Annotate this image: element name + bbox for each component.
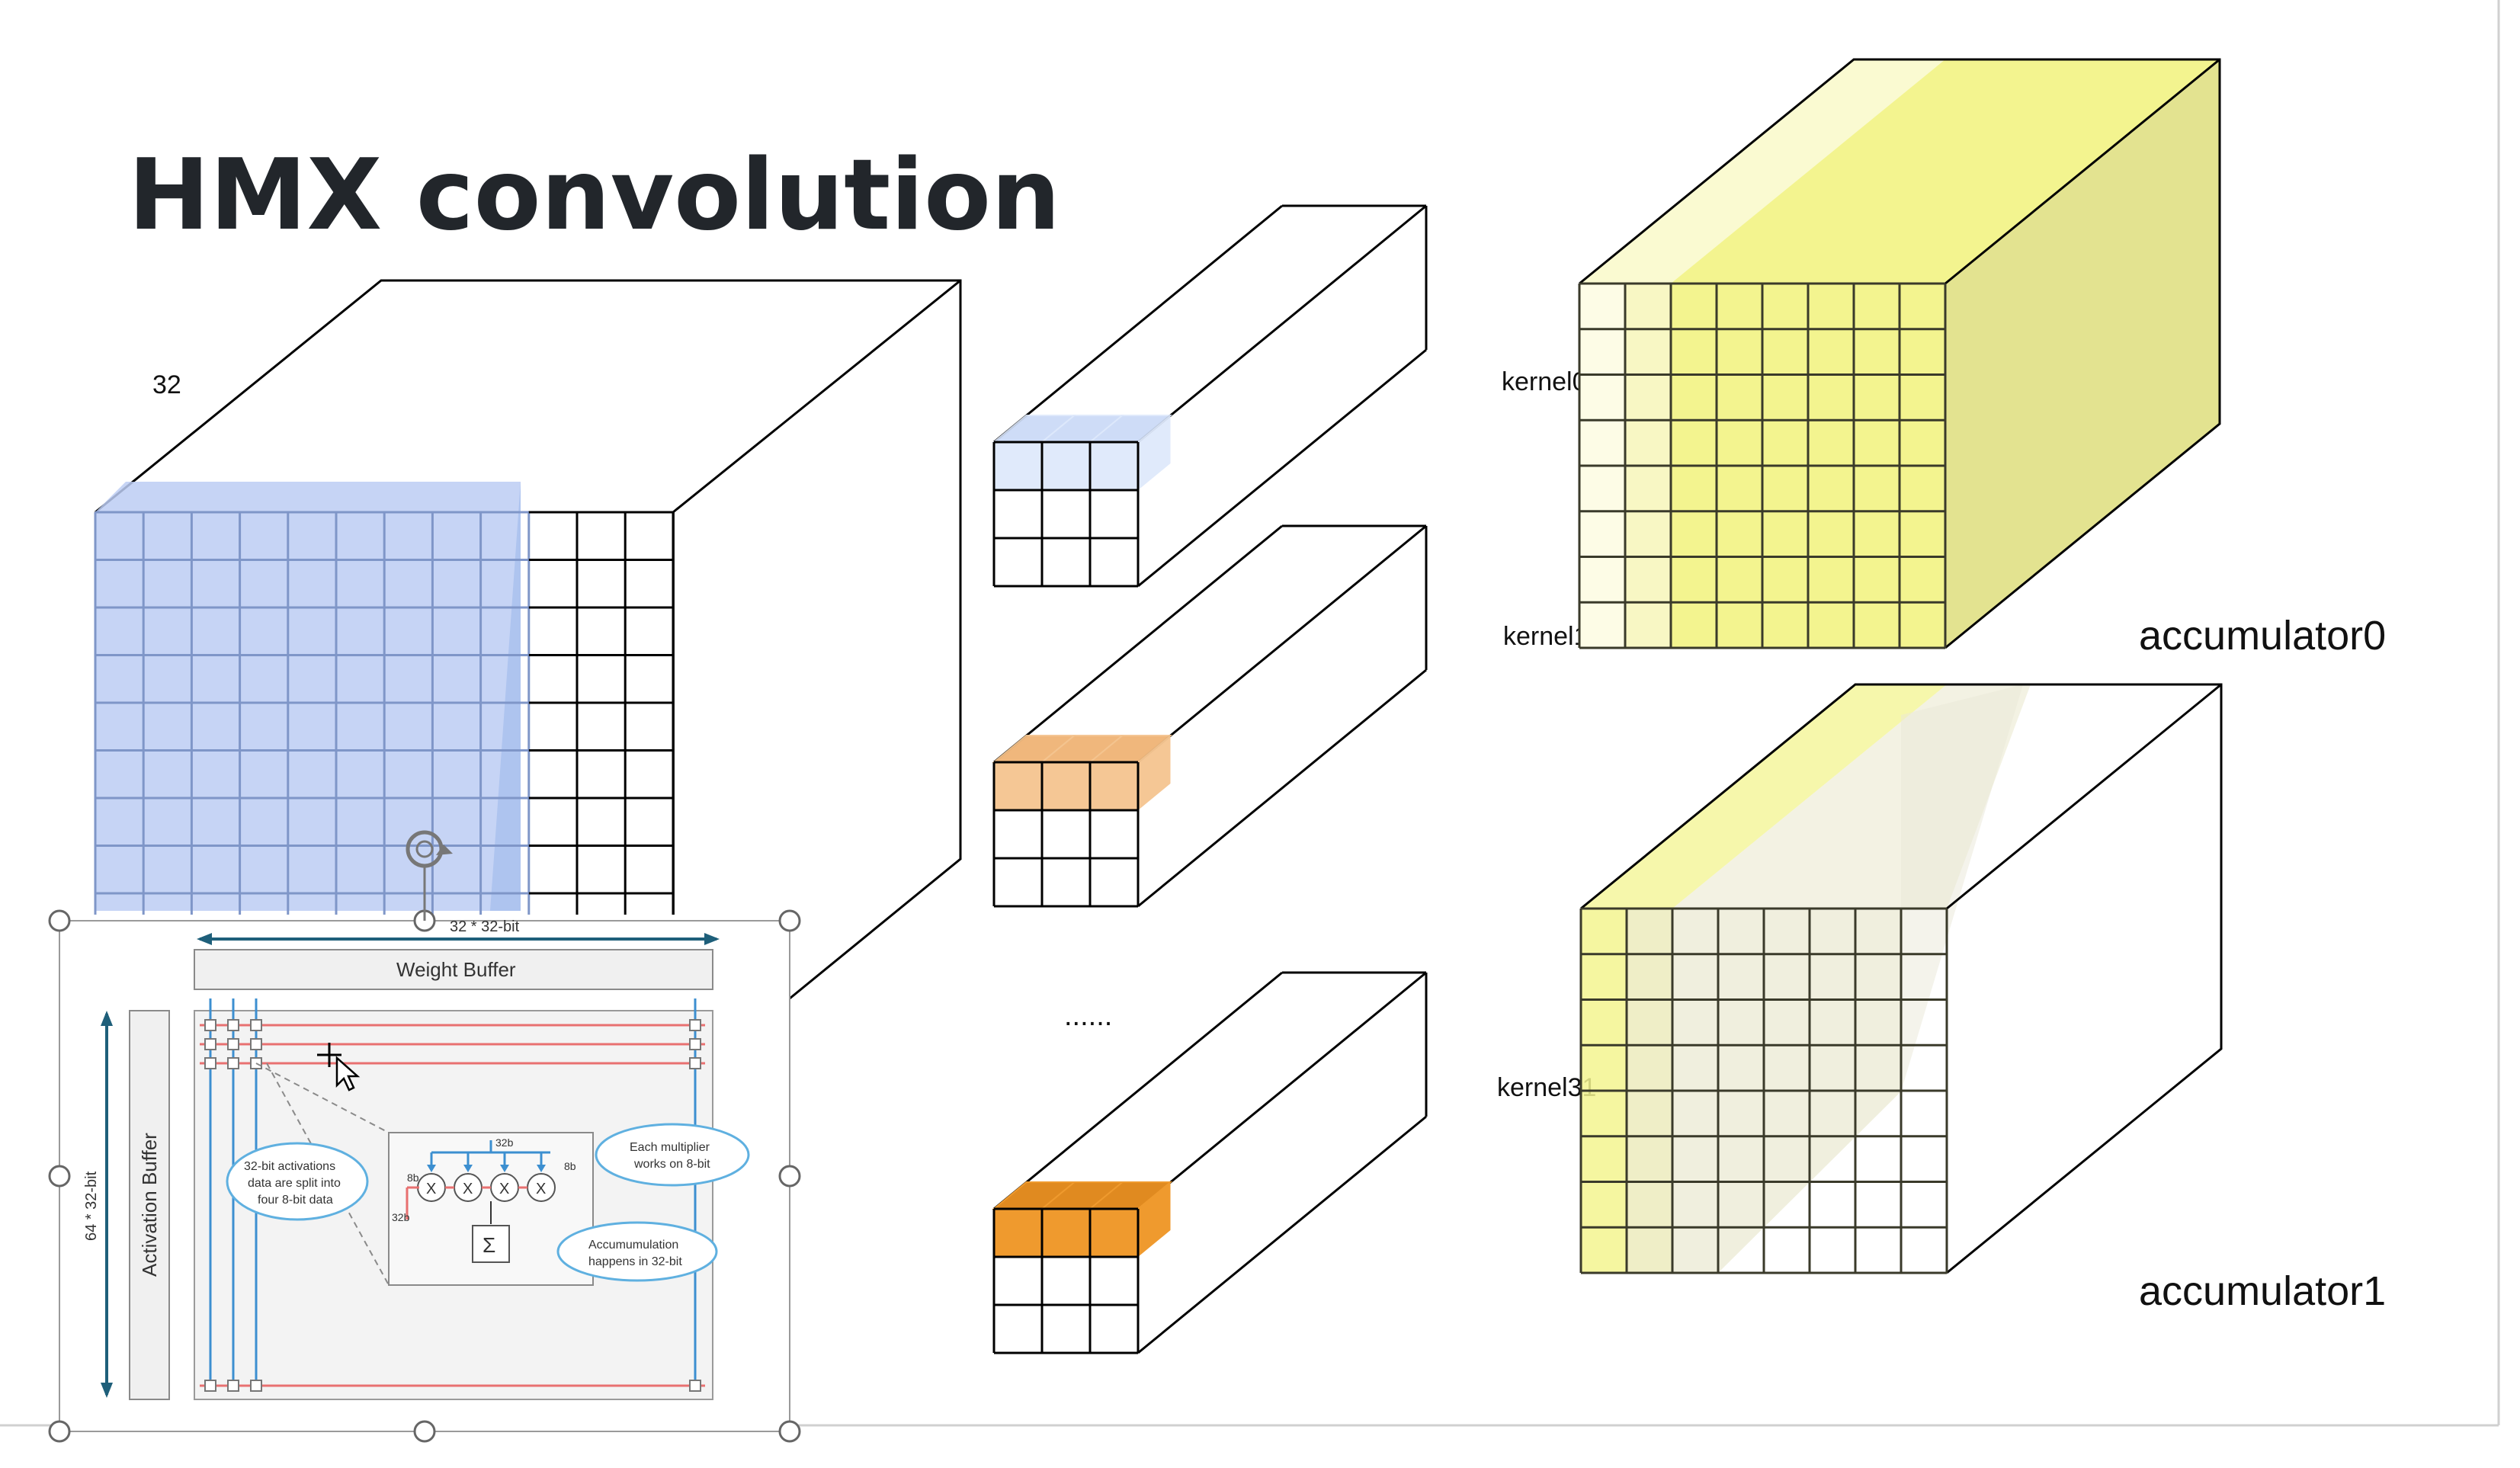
rotate-handle-icon[interactable] <box>406 830 453 921</box>
pe-node <box>204 1019 216 1031</box>
accum-top-highlight <box>1579 59 1945 284</box>
callout-multiplier-line1: Each multiplier <box>630 1141 710 1154</box>
pe-node <box>227 1057 239 1069</box>
resize-handle[interactable] <box>778 1165 801 1188</box>
ellipsis-label: ...... <box>1064 1000 1112 1032</box>
accum-side-face <box>1945 59 2220 648</box>
resize-handle[interactable] <box>778 909 801 932</box>
pe-node <box>689 1038 701 1050</box>
kernel-slice-front <box>1090 1209 1138 1257</box>
multiplier-symbol: X <box>463 1181 473 1197</box>
kernel1-block <box>992 524 1428 908</box>
kernel-slice-front <box>1042 762 1090 810</box>
pe-node <box>689 1019 701 1031</box>
edge <box>1137 1115 1427 1354</box>
pe-node <box>250 1380 262 1392</box>
accumulator1-block <box>1579 683 2223 1274</box>
accumulator0-label: accumulator0 <box>2139 613 2386 659</box>
pe-nodes <box>204 1019 701 1392</box>
callout-multiplier-line2: works on 8-bit <box>633 1158 710 1171</box>
inset-height-label: 64 * 32-bit <box>83 1171 100 1241</box>
pe-node <box>227 1019 239 1031</box>
kernel0-block <box>992 204 1428 588</box>
callout-split-line1: 32-bit activations <box>244 1160 335 1173</box>
resize-handle[interactable] <box>778 1420 801 1443</box>
edge <box>1137 348 1427 588</box>
kernel31-block <box>992 971 1428 1354</box>
edge <box>1137 524 1427 764</box>
resize-handle[interactable] <box>48 909 71 932</box>
kernel-slice-front <box>1090 442 1138 490</box>
resize-handle[interactable] <box>413 1420 436 1443</box>
edge <box>993 971 1283 1210</box>
resize-handle[interactable] <box>48 1165 71 1188</box>
accum-depth-shade <box>1901 684 2023 1091</box>
accumulator0-block <box>1578 58 2221 649</box>
multiplier-symbol: X <box>499 1181 509 1197</box>
inset-width-label: 32 * 32-bit <box>450 918 520 935</box>
accum-side-face <box>1947 684 2221 1273</box>
tag-8b-left: 8b <box>407 1172 419 1184</box>
accum-outline <box>1946 683 2222 910</box>
kernel-slice-front <box>994 762 1042 810</box>
pe-node <box>250 1038 262 1050</box>
kernel-slice-front <box>994 1209 1042 1257</box>
pe-node <box>227 1380 239 1392</box>
resize-handle[interactable] <box>48 1420 71 1443</box>
tag-32b-left: 32b <box>392 1211 410 1223</box>
mult-arrow <box>500 1165 509 1172</box>
multiplier-symbol: X <box>536 1181 546 1197</box>
edge <box>993 524 1283 764</box>
activation-buffer-label: Activation Buffer <box>138 1133 161 1277</box>
depth-label: 32 <box>152 370 181 399</box>
kernel0-label: kernel0 <box>1502 367 1587 396</box>
mult-arrow <box>537 1165 546 1172</box>
pe-node <box>227 1038 239 1050</box>
kernel-slice-front <box>994 442 1042 490</box>
pe-node <box>250 1019 262 1031</box>
slide-title: HMX convolution <box>128 139 1060 252</box>
tag-32b-top: 32b <box>495 1136 514 1149</box>
tag-8b-right: 8b <box>564 1160 576 1172</box>
mult-arrow <box>427 1165 436 1172</box>
pe-node <box>204 1038 216 1050</box>
weight-buffer-label: Weight Buffer <box>396 958 516 981</box>
callout-split-line3: four 8-bit data <box>258 1194 333 1207</box>
edge <box>1137 204 1427 444</box>
pe-node <box>204 1380 216 1392</box>
mult-arrow <box>463 1165 473 1172</box>
edge <box>1137 668 1427 908</box>
pe-node <box>689 1057 701 1069</box>
accum-top-partial <box>1581 684 1947 909</box>
edge <box>993 204 1283 444</box>
kernel-slice-side <box>1138 736 1171 810</box>
accum-outline <box>1945 58 2220 285</box>
accumulator1-label: accumulator1 <box>2139 1268 2386 1314</box>
pe-node <box>204 1057 216 1069</box>
callout-accum-line1: Accumumulation <box>588 1239 678 1252</box>
kernel-slice-front <box>1042 442 1090 490</box>
kernel-slice-front <box>1090 762 1138 810</box>
inset-figure[interactable]: 32 * 32-bit Weight Buffer 64 * 32-bit Ac… <box>48 830 801 1443</box>
selection-handles[interactable] <box>48 909 801 1443</box>
multiplier-symbol: X <box>426 1181 436 1197</box>
kernel-slice-side <box>1138 1182 1171 1257</box>
kernel-slice-side <box>1138 415 1171 490</box>
sum-symbol: Σ <box>483 1233 495 1257</box>
move-cursor-icon <box>317 1043 361 1091</box>
activation-cube <box>94 279 962 1000</box>
pe-node <box>689 1380 701 1392</box>
callout-split-line2: data are split into <box>248 1177 341 1190</box>
edge <box>1137 971 1427 1210</box>
kernel-slice-front <box>1042 1209 1090 1257</box>
callout-accum-line2: happens in 32-bit <box>588 1255 682 1268</box>
kernel1-label: kernel1 <box>1503 622 1589 651</box>
